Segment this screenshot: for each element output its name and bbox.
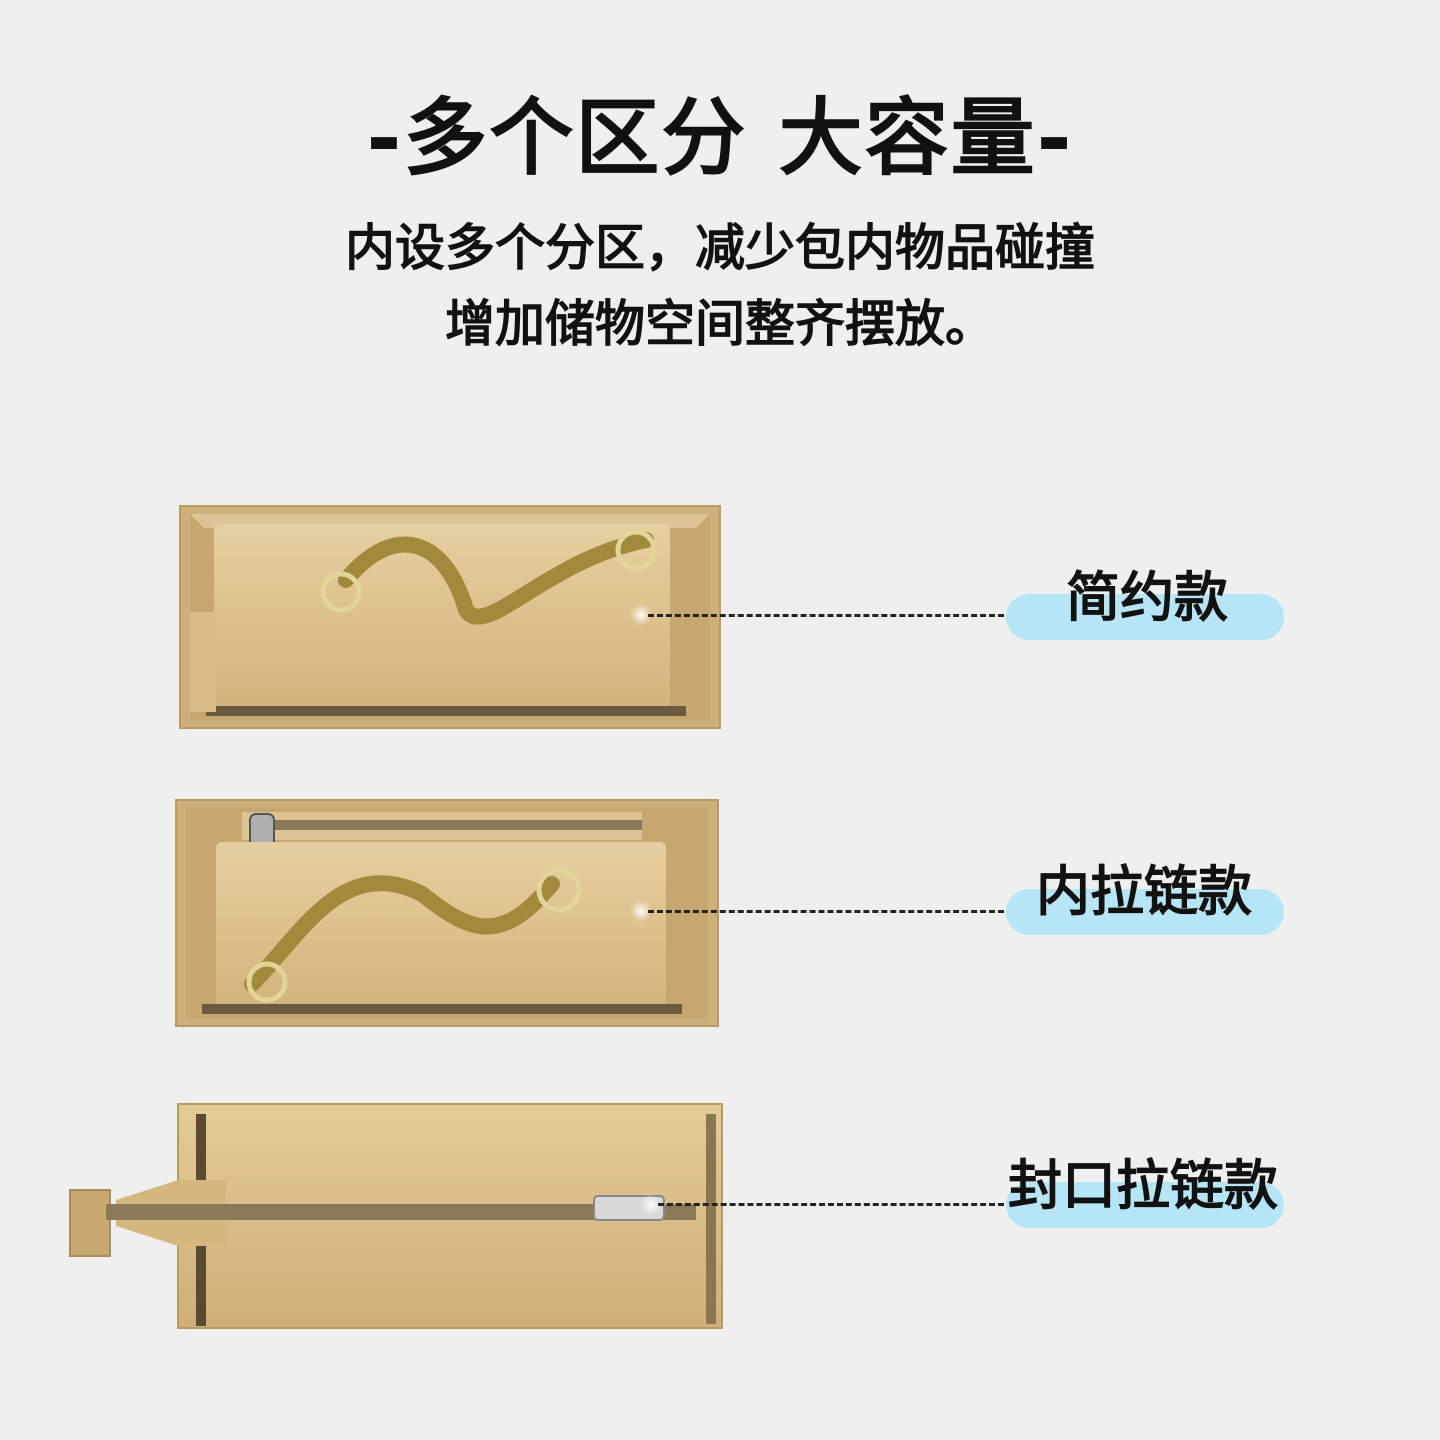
leader-line-top-zipper [658, 1203, 1004, 1206]
variant-label-top-zipper: 封口拉链款 [1008, 1154, 1278, 1217]
variant-label-inner-zipper: 内拉链款 [1036, 860, 1252, 923]
page-title: -多个区分 大容量- [366, 89, 1074, 187]
organizer-inner-zipper-image [175, 799, 719, 1027]
indicator-dot-top-zipper [640, 1194, 662, 1216]
indicator-dot-simple [630, 604, 652, 626]
label-pill-inner-zipper [1006, 889, 1284, 935]
indicator-dot-inner-zipper [630, 900, 652, 922]
page-subtitle-line-1: 内设多个分区，减少包内物品碰撞 [345, 219, 1095, 277]
variant-label-simple: 简约款 [1066, 566, 1228, 629]
label-pill-top-zipper [1006, 1182, 1284, 1228]
organizer-simple-image [179, 505, 721, 729]
page-subtitle-line-2: 增加储物空间整齐摆放。 [445, 295, 995, 353]
leader-line-inner-zipper [648, 910, 1004, 913]
leader-line-simple [648, 614, 1004, 617]
organizer-top-zipper-image [69, 1103, 723, 1329]
label-pill-simple [1006, 594, 1284, 640]
